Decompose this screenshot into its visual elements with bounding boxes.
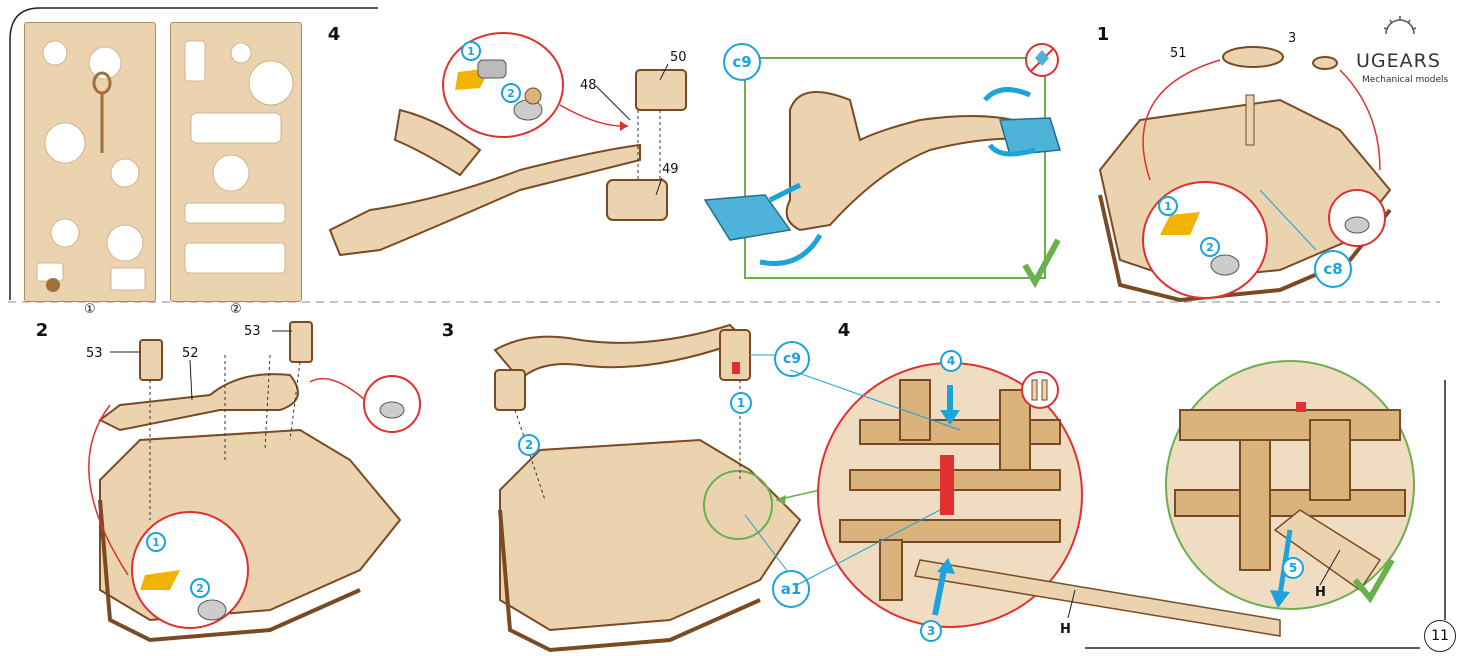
part-53-label-left: 53 <box>86 346 103 361</box>
brand-name: UGEARS <box>1356 50 1441 72</box>
tool-h-label: H <box>1060 622 1071 637</box>
sheet-1 <box>24 22 156 302</box>
callout-c8: c8 <box>1314 250 1352 288</box>
page-number: 11 <box>1424 620 1456 652</box>
sheet-2 <box>170 22 302 302</box>
step3-number-1: 1 <box>730 392 752 414</box>
tool-number-2: 2 <box>501 83 521 103</box>
step-4-bottom: 4 <box>832 318 856 342</box>
step4-number-5: 5 <box>1282 557 1304 579</box>
part-51-label: 51 <box>1170 46 1187 61</box>
tool-number-1-top-right: 1 <box>1158 196 1178 216</box>
tool-number-1-bottom: 1 <box>146 532 166 552</box>
step-2-bottom: 2 <box>30 318 54 342</box>
sheet-1-label: ① <box>84 302 96 317</box>
step4-number-3: 3 <box>920 620 942 642</box>
step4-number-4: 4 <box>940 350 962 372</box>
tool-number-1: 1 <box>461 41 481 61</box>
part-53-label-right: 53 <box>244 324 261 339</box>
step3-number-2: 2 <box>518 434 540 456</box>
tool-number-2-top-right: 2 <box>1200 237 1220 257</box>
step-3-bottom: 3 <box>436 318 460 342</box>
page-number-text: 11 <box>1431 628 1449 644</box>
part-52-label: 52 <box>182 346 199 361</box>
part-49-label: 49 <box>662 162 679 177</box>
sheet-2-label: ② <box>230 302 242 317</box>
step-1-top: 1 <box>1091 22 1115 46</box>
brand-tagline: Mechanical models <box>1362 75 1449 85</box>
part-3-label: 3 <box>1288 31 1297 46</box>
tool-h-label-2: H <box>1315 585 1326 600</box>
part-50-label: 50 <box>670 50 687 65</box>
callout-a1: a1 <box>772 570 810 608</box>
callout-c9-top: c9 <box>723 43 761 81</box>
step-4-top: 4 <box>322 22 346 46</box>
part-48-label: 48 <box>580 78 597 93</box>
tool-number-2-bottom: 2 <box>190 578 210 598</box>
